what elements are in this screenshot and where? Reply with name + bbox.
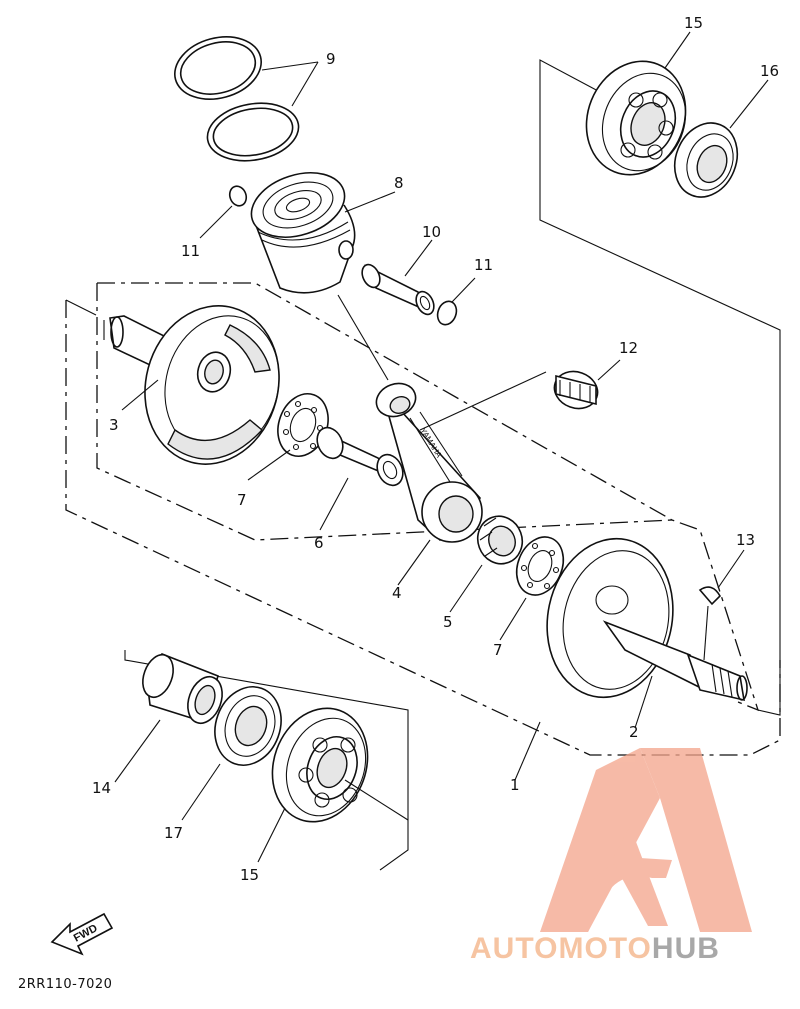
bracket-15-16	[539, 59, 781, 716]
callout-1: 1	[510, 776, 520, 794]
assembly-outline-crankshaft-1	[65, 299, 781, 756]
callout-7-left: 7	[237, 491, 247, 509]
callout-3: 3	[109, 416, 119, 434]
callout-8: 8	[394, 174, 404, 192]
callout-4: 4	[392, 584, 402, 602]
callout-10: 10	[422, 223, 441, 241]
piston-pin-clip-right	[436, 300, 458, 326]
callout-9: 9	[326, 50, 336, 68]
woodruff-key	[698, 586, 721, 606]
callout-17: 17	[164, 824, 183, 842]
crank-left-half	[103, 305, 280, 465]
crank-bearing-lower	[271, 707, 369, 823]
automotohub-logo-mark	[540, 748, 752, 932]
crank-pin	[316, 426, 404, 487]
crank-right-half	[546, 537, 748, 702]
assembly-outline-crank	[96, 282, 760, 712]
callout-12: 12	[619, 339, 638, 357]
automotohub-logo: AUTOMOTOHUB	[470, 748, 752, 965]
callout-7-right: 7	[493, 641, 503, 659]
piston-pin	[361, 263, 435, 316]
callout-5: 5	[443, 613, 453, 631]
callout-15-bottom: 15	[240, 866, 259, 884]
spacer-collar	[142, 653, 223, 725]
callout-14: 14	[92, 779, 111, 797]
bracket-14-17-15	[124, 650, 409, 871]
callout-15-top: 15	[684, 14, 703, 32]
oil-seal-lower	[214, 686, 282, 766]
piston-pin-clip-left	[228, 185, 248, 207]
callout-11-right: 11	[474, 256, 493, 274]
forward-direction-arrow: FWD	[50, 912, 114, 956]
callout-6: 6	[314, 534, 324, 552]
crank-bearing-upper	[585, 60, 687, 176]
callout-labels: 1 2 3 4 5 6 7 7 8 9 10 11 11 12 13 14 15…	[92, 14, 779, 884]
connecting-rod: YAMAHA	[375, 382, 483, 543]
needle-bearing-small-end	[553, 370, 599, 410]
callout-2: 2	[629, 723, 639, 741]
piston-ring-lower	[206, 102, 300, 162]
oil-seal-upper	[673, 122, 739, 198]
piston-ring-upper	[173, 36, 263, 100]
callout-13: 13	[736, 531, 755, 549]
logo-text-automoto: AUTOMOTOHUB	[470, 932, 720, 965]
needle-bearing-big-end	[476, 515, 524, 565]
crank-washer-left	[277, 393, 329, 457]
drawing-code: 2RR110-7020	[18, 977, 112, 992]
piston	[250, 172, 356, 294]
callout-16: 16	[760, 62, 779, 80]
callout-11-left: 11	[181, 242, 200, 260]
